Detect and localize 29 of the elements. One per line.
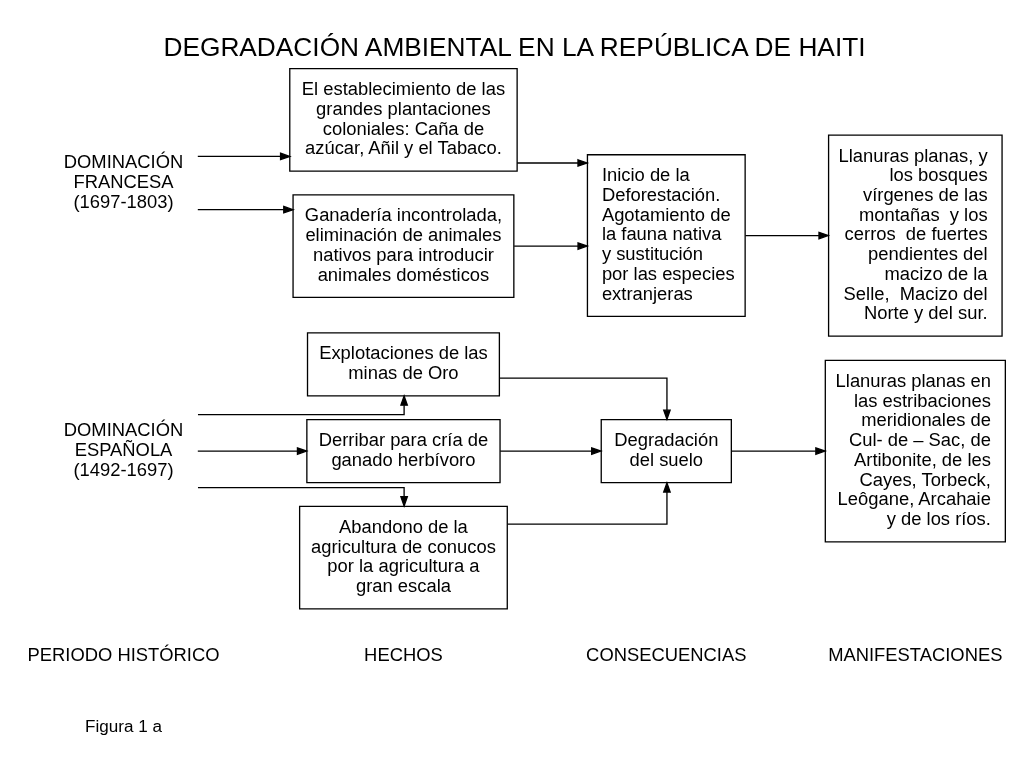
node-text: DOMINACIÓN ESPAÑOLA (1492-1697) — [63, 419, 184, 480]
arrow — [499, 377, 672, 422]
node-box: Explotaciones de las minas de Oro — [306, 332, 501, 397]
arrow — [499, 446, 603, 456]
arrow — [744, 231, 831, 240]
arrow — [731, 446, 828, 456]
node-box: Degradación del suelo — [600, 418, 732, 484]
label: HECHOS — [364, 643, 443, 665]
node-box: Llanuras planas en las estribaciones meridionales de Cul- de – Sac, de Artibonite, de les Cayes, Torbeck, Leôgane, Arcahaie y de los ríos. — [824, 359, 1006, 543]
arrow — [513, 241, 590, 251]
node-box: Abandono de la agricultura de conucos por la agricultura a gran escala — [298, 505, 508, 610]
label: CONSECUENCIAS — [586, 643, 747, 665]
label: PERIODO HISTÓRICO — [27, 643, 220, 665]
node-box: Derribar para cría de ganado herbívoro — [306, 418, 501, 484]
label: MANIFESTACIONES — [828, 643, 1003, 665]
node-text: DOMINACIÓN FRANCESA (1697-1803) — [63, 151, 184, 212]
node-box: Llanuras planas, y los bosques vírgenes de las montañas y los cerros de fuertes pendientes del macizo de la Selle, Macizo del Norte y del sur. — [827, 134, 1003, 337]
arrow — [516, 158, 590, 168]
arrow — [197, 446, 309, 456]
arrow — [197, 393, 409, 416]
node-box: Ganadería incontrolada, eliminación de animales nativos para introducir animales domésticos — [292, 194, 515, 298]
diagram-title: DEGRADACIÓN AMBIENTAL EN LA REPÚBLICA DE HAITI — [163, 31, 866, 62]
node-box: El establecimiento de las grandes plantaciones coloniales: Caña de azúcar, Añil y el Tabaco. — [289, 68, 518, 172]
label: Figura 1 a — [85, 716, 162, 736]
arrow — [197, 152, 292, 161]
arrow — [197, 486, 409, 508]
arrow — [506, 480, 672, 525]
node-box: Inicio de la Deforestación. Agotamiento de la fauna nativa y sustitución por las especies extranjeras — [586, 154, 746, 318]
arrow — [197, 205, 295, 214]
